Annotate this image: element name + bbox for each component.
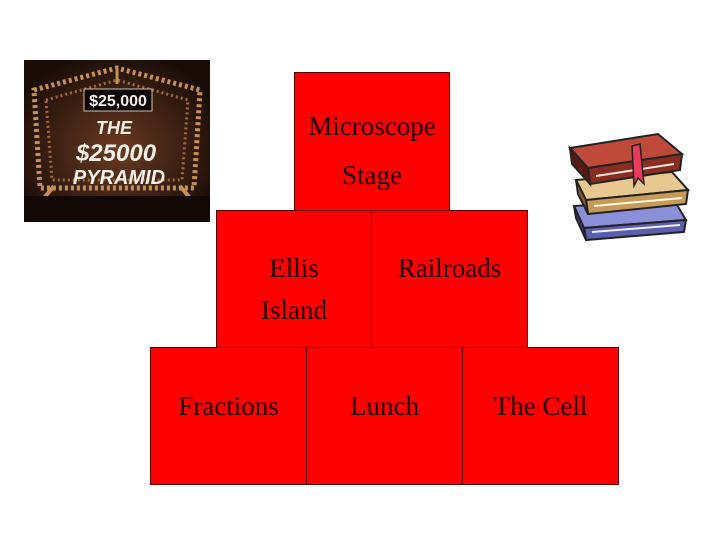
tile-the-cell[interactable]: The Cell: [462, 347, 619, 485]
logo-line-1: THE: [96, 118, 133, 138]
tile-label: The Cell: [493, 391, 588, 421]
tile-label-line-1: Ellis: [269, 253, 319, 283]
logo-line-2: $25000: [75, 140, 157, 167]
logo-prize: $25,000: [89, 93, 147, 110]
tile-label-line-2: Island: [261, 295, 327, 325]
stack-of-books-icon: [562, 124, 700, 246]
tile-lunch[interactable]: Lunch: [306, 347, 463, 485]
logo-line-3: PYRAMID: [73, 167, 165, 189]
tile-ellis-island[interactable]: Ellis Island: [216, 210, 372, 348]
tile-label-line-1: Microscope: [308, 111, 436, 141]
pyramid-game-logo: $25,000 THE $25000 PYRAMID: [24, 60, 210, 222]
tile-fractions[interactable]: Fractions: [150, 347, 307, 485]
tile-label: Lunch: [350, 391, 419, 421]
tile-label: Railroads: [397, 253, 502, 283]
tile-label: Fractions: [178, 391, 279, 421]
tile-label-line-2: Stage: [342, 160, 402, 190]
tile-microscope-stage[interactable]: Microscope Stage: [294, 72, 450, 211]
tile-railroads[interactable]: Railroads: [371, 210, 528, 348]
